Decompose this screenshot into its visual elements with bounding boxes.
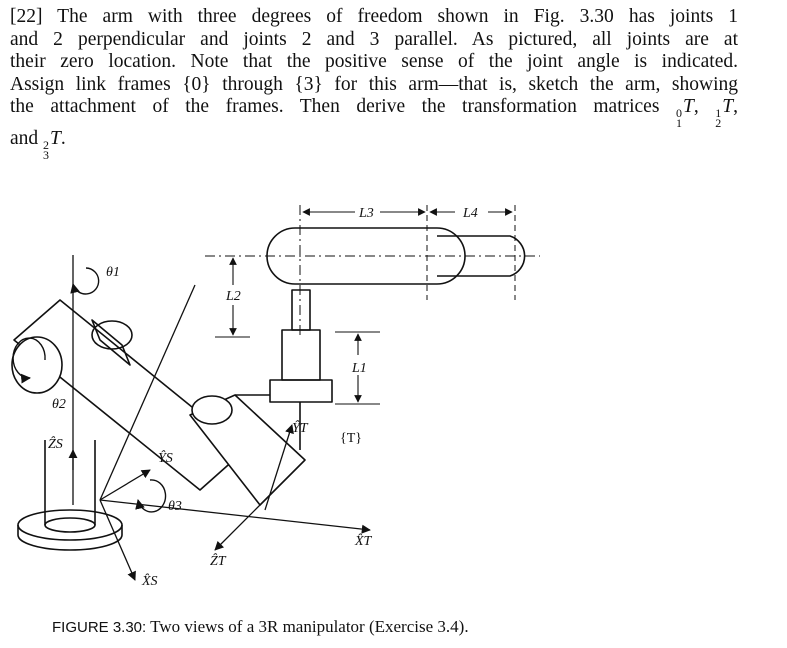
label-XT: X̂T — [354, 533, 373, 549]
label-L3: L3 — [358, 206, 374, 221]
side-view — [205, 205, 540, 403]
dimension-arrows — [215, 208, 513, 405]
matrix-symbol: T — [683, 96, 694, 118]
problem-line: [22] The arm with three degrees of freed… — [10, 6, 738, 27]
caption-text: Two views of a 3R manipulator (Exercise … — [146, 617, 469, 636]
label-YS: ŶS — [158, 449, 173, 466]
manipulator-figure: θ1 θ2 θ3 L1 L2 L3 L4 ẐS ŶS X̂S ẐT ŶT X̂T… — [11, 205, 540, 589]
problem-line: their zero location. Note that the posit… — [10, 51, 738, 73]
label-theta1: θ1 — [106, 265, 120, 280]
label-L4: L4 — [462, 206, 478, 221]
label-frame-T: {T} — [340, 431, 362, 446]
label-theta3: θ3 — [168, 499, 182, 514]
joint-rotation-arrows — [12, 267, 167, 513]
problem-text: the attachment of the frames. Then deriv… — [10, 96, 660, 118]
matrix-symbol: T — [722, 96, 734, 118]
matrix-symbol: T — [50, 128, 61, 150]
label-ZS: ẐS — [48, 435, 63, 452]
figure-caption: FIGURE 3.30: Two views of a 3R manipulat… — [52, 617, 469, 637]
problem-line: the attachment of the frames. Then deriv… — [10, 96, 739, 131]
shoulder-housing — [11, 299, 246, 491]
label-theta2: θ2 — [52, 397, 66, 412]
problem-line: Assign link frames {0} through {3} for t… — [10, 73, 738, 95]
label-YT: ŶT — [292, 419, 309, 436]
label-ZT: ẐT — [210, 552, 227, 569]
caption-prefix: FIGURE 3.30: — [52, 619, 147, 636]
robot-base — [17, 440, 123, 551]
problem-statement: [22] The arm with three degrees of freed… — [10, 6, 739, 163]
label-L1: L1 — [351, 361, 367, 376]
label-L2: L2 — [225, 289, 241, 304]
label-XS: X̂S — [141, 573, 158, 589]
problem-line: and 2 perpendicular and joints 2 and 3 p… — [10, 28, 738, 50]
